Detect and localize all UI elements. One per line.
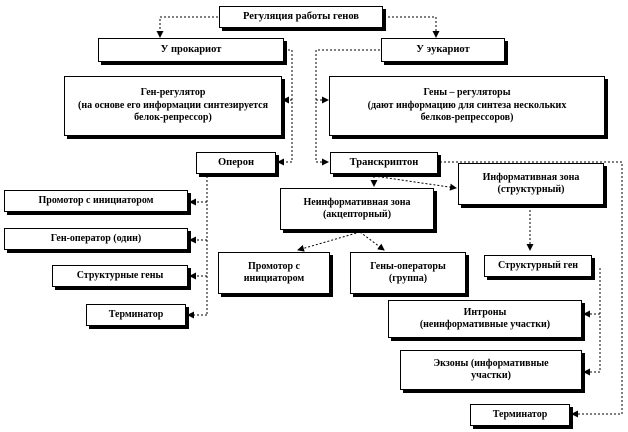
edge-root-eukaryote (384, 16, 440, 38)
introns-box: Интроны (неинформативные участки) (388, 300, 582, 338)
edge-noninfo-operators (359, 231, 385, 251)
prokaryote-regulator-box: Ген-регулятор (на основе его информации … (64, 76, 282, 136)
edge-prokaryote-operon (277, 49, 293, 166)
eukaryote-terminator-box: Терминатор (470, 404, 570, 426)
prokaryote-promoter-box: Промотор с инициатором (4, 190, 188, 212)
edge-transcripton-terminator (440, 161, 623, 418)
transcripton-box: Транскриптон (330, 152, 438, 174)
eukaryote-operators-box: Гены-операторы (группа) (350, 252, 466, 294)
operon-box: Оперон (196, 152, 276, 174)
edge-transcripton-info (373, 175, 457, 191)
prokaryote-terminator-box: Терминатор (86, 304, 186, 326)
structural-gene-box: Структурный ген (484, 255, 592, 277)
eukaryote-promoter-box: Промотор с инициатором (218, 252, 330, 294)
exons-box: Экзоны (информативные участки) (400, 350, 582, 390)
noninfo-zone-box: Неинформативная зона (акцепторный) (280, 188, 434, 230)
prokaryote-structural-box: Структурные гены (52, 265, 188, 287)
root-box: Регуляция работы генов (219, 6, 383, 28)
edge-root-prokaryote (156, 16, 218, 38)
prokaryote-operator-box: Ген-оператор (один) (4, 228, 188, 250)
info-zone-box: Информативная зона (структурный) (458, 163, 604, 205)
edge-noninfo-promoter (297, 231, 361, 252)
eukaryote-regulators-box: Гены – регуляторы (дают информацию для с… (329, 76, 605, 136)
eukaryote-title-box: У эукариот (381, 38, 505, 62)
prokaryote-title-box: У прокариот (98, 38, 284, 62)
edge-eukaryote-transcripton (315, 49, 380, 166)
